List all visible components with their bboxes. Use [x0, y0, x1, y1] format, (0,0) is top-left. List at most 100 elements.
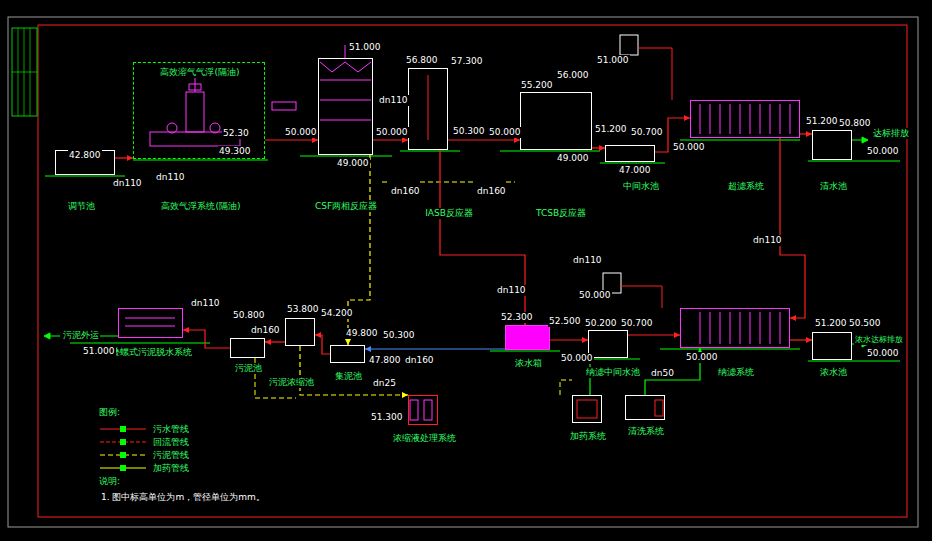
tank-node: 中间水池	[605, 145, 655, 162]
drawing-label: 50.000	[672, 142, 706, 153]
pipe-connector	[183, 327, 230, 348]
pipe-connector	[780, 138, 805, 321]
drawing-label: 50.000	[375, 127, 409, 138]
drawing-label: 52.30	[222, 128, 250, 139]
drawing-label: 50.000	[866, 348, 900, 359]
tank-node: 集泥池	[330, 345, 365, 363]
drawing-label: dn110	[378, 95, 409, 106]
tank-node: IASB反应器	[408, 68, 448, 150]
tank-label: 加药系统	[569, 431, 607, 442]
tank-label: 污泥浓缩池	[268, 377, 315, 388]
drawing-label: 50.800	[232, 310, 266, 321]
pipe-connector	[800, 131, 812, 137]
drawing-label: 51.300	[370, 412, 404, 423]
drawing-label: 50.800	[838, 118, 872, 129]
tank-node: 浓缩液处理系统	[408, 395, 438, 425]
drawing-label: 49.300	[218, 146, 252, 157]
drawing-label: 50.300	[452, 126, 486, 137]
tank-label: IASB反应器	[424, 208, 474, 219]
drawing-label: dn110	[155, 172, 186, 183]
tank-label: TCSB反应器	[535, 208, 587, 219]
drawing-label: 50.700	[620, 318, 654, 329]
drawing-label: dn110	[572, 255, 603, 266]
tank-label: 污泥池	[234, 363, 263, 374]
pipe-connector	[365, 346, 505, 352]
pipe-connector	[440, 150, 528, 325]
drawing-label: 51.000	[82, 346, 116, 357]
drawing-label: 50.000	[488, 127, 522, 138]
drawing-label: 49.800	[345, 328, 379, 339]
drawing-label: 56.000	[556, 70, 590, 81]
tank-label: 清水池	[819, 181, 848, 192]
tank-label: 高效溶气气浮(隔油)	[159, 67, 240, 78]
tank-label: 清洗系统	[627, 426, 665, 437]
tank-label: 浓水池	[819, 367, 848, 378]
tank-node: 清洗系统	[625, 395, 665, 420]
legend-text: 回流管线	[152, 437, 190, 448]
drawing-label: 1. 图中标高单位为m，管径单位为mm。	[100, 492, 266, 503]
drawing-label: 50.000	[866, 146, 900, 157]
tank-label: 调节池	[67, 201, 96, 212]
tank-label: 高效气浮系统(隔油)	[160, 201, 241, 212]
drawing-label: dn160	[404, 355, 435, 366]
drawing-label: 50.000	[284, 127, 318, 138]
tank-node: 污泥池	[230, 338, 265, 358]
drawing-label: dn25	[372, 378, 397, 389]
tank-node: 纳滤中间水池	[588, 330, 628, 358]
drawing-label: 50.000	[560, 353, 594, 364]
tank-node: 高效溶气气浮(隔油)高效气浮系统(隔油)	[133, 62, 265, 159]
drawing-label: 说明:	[98, 476, 121, 487]
drawing-label: 47.800	[368, 355, 402, 366]
pipe-connector	[550, 337, 588, 343]
drawing-label: 55.200	[520, 80, 554, 91]
tank-label: 浓缩液处理系统	[392, 433, 457, 444]
drawing-label: 50.200	[584, 318, 618, 329]
pipe-connector	[115, 155, 133, 161]
drawing-label: 浓水达标排放	[854, 334, 904, 345]
drawing-label: dn110	[190, 298, 221, 309]
pipe-connector	[628, 332, 680, 338]
tank-node: 纳滤系统	[680, 308, 790, 348]
drawing-label: 42.800	[68, 150, 102, 161]
drawing-label: 51.200	[594, 124, 628, 135]
drawing-label: 50.300	[382, 330, 416, 341]
tank-label: 纳滤中间水池	[585, 367, 641, 378]
drawing-label: dn160	[390, 186, 421, 197]
drawing-label: 51.000	[596, 55, 630, 66]
drawing-label: 56.800	[405, 55, 439, 66]
legend-text: 污泥管线	[152, 450, 190, 461]
drawing-label: 53.800	[286, 304, 320, 315]
drawing-label: dn110	[752, 235, 783, 246]
drawing-label: 54.200	[320, 308, 354, 319]
tank-node: 加药系统	[572, 395, 602, 423]
tank-label: 纳滤系统	[717, 367, 755, 378]
tank-node: 清水池	[812, 130, 852, 160]
drawing-label: dn50	[650, 368, 675, 379]
drawing-label: 图例:	[98, 407, 121, 418]
tank-node: 叠螺式污泥脱水系统	[118, 308, 183, 338]
drawing-label: dn110	[496, 285, 527, 296]
tank-label: 超滤系统	[727, 181, 765, 192]
drawing-label: 50.500	[848, 318, 882, 329]
drawing-label: 52.300	[500, 312, 534, 323]
pipe-connector	[592, 145, 605, 151]
drawing-label: 50.700	[630, 127, 664, 138]
legend-text: 加药管线	[152, 463, 190, 474]
pipe-connector	[790, 337, 812, 343]
tank-label: CSF两相反应器	[314, 201, 378, 212]
legend-line-sample	[100, 463, 146, 473]
legend-line-sample	[100, 450, 146, 460]
tank-node: 浓水箱	[505, 325, 550, 350]
drawing-label: dn160	[250, 325, 281, 336]
drawing-label: 52.500	[548, 316, 582, 327]
legend-text: 污水管线	[152, 424, 190, 435]
drawing-label: 51.000	[348, 42, 382, 53]
drawing-label: 达标排放	[872, 128, 910, 139]
tank-label: 浓水箱	[514, 358, 543, 369]
drawing-label: dn160	[476, 186, 507, 197]
tank-label: 集泥池	[334, 371, 363, 382]
tank-node: TCSB反应器	[520, 92, 592, 150]
